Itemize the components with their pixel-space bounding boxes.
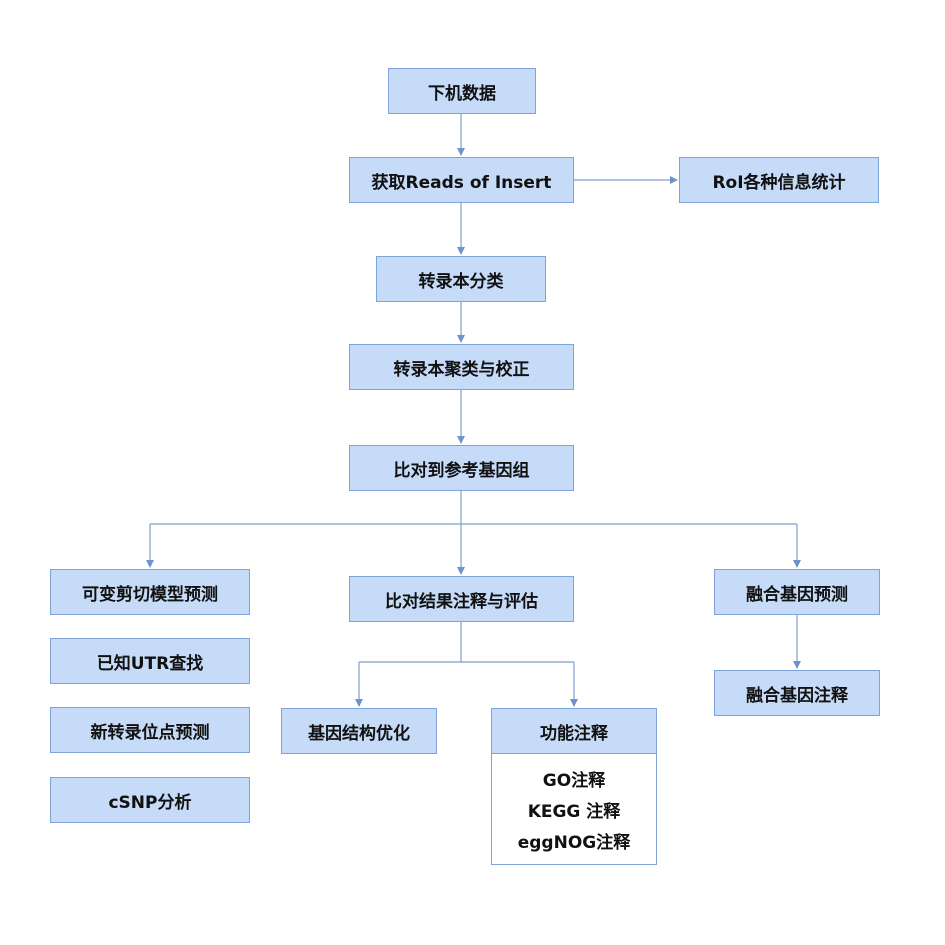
node-raw-data-label: 下机数据 (428, 83, 496, 104)
node-alt-splicing-label: 可变剪切模型预测 (82, 584, 218, 605)
node-known-utr-label: 已知UTR查找 (96, 653, 204, 674)
node-raw-data: 下机数据 (388, 68, 536, 114)
node-get-roi: 获取Reads of Insert (349, 157, 574, 203)
node-align-reference: 比对到参考基因组 (349, 445, 574, 491)
node-transcript-classify-label: 转录本分类 (418, 271, 504, 292)
node-gene-structure-label: 基因结构优化 (308, 723, 410, 744)
node-gene-structure: 基因结构优化 (281, 708, 437, 754)
node-function-annotate-label: 功能注释 (540, 723, 608, 744)
node-fusion-predict-label: 融合基因预测 (746, 584, 848, 605)
node-transcript-cluster: 转录本聚类与校正 (349, 344, 574, 390)
node-alt-splicing: 可变剪切模型预测 (50, 569, 250, 615)
node-fusion-annotate-label: 融合基因注释 (746, 685, 848, 706)
go-annotation-label: GO注释 (542, 770, 606, 791)
node-known-utr: 已知UTR查找 (50, 638, 250, 684)
node-fusion-annotate: 融合基因注释 (714, 670, 880, 716)
node-get-roi-label: 获取Reads of Insert (371, 172, 552, 193)
node-align-reference-label: 比对到参考基因组 (393, 460, 530, 481)
node-align-annotate: 比对结果注释与评估 (349, 576, 574, 622)
node-fusion-predict: 融合基因预测 (714, 569, 880, 615)
node-roi-stats: RoI各种信息统计 (679, 157, 879, 203)
node-align-annotate-label: 比对结果注释与评估 (385, 591, 538, 612)
eggnog-annotation-label: eggNOG注释 (517, 832, 631, 853)
node-new-tss-label: 新转录位点预测 (90, 722, 210, 743)
function-annotate-panel: GO注释 KEGG 注释 eggNOG注释 (491, 754, 657, 865)
node-csnp-label: cSNP分析 (108, 792, 192, 813)
kegg-annotation-label: KEGG 注释 (527, 801, 621, 822)
node-transcript-cluster-label: 转录本聚类与校正 (393, 359, 530, 380)
node-new-tss: 新转录位点预测 (50, 707, 250, 753)
node-transcript-classify: 转录本分类 (376, 256, 546, 302)
node-roi-stats-label: RoI各种信息统计 (712, 172, 846, 193)
node-function-annotate: 功能注释 (491, 708, 657, 754)
node-csnp: cSNP分析 (50, 777, 250, 823)
